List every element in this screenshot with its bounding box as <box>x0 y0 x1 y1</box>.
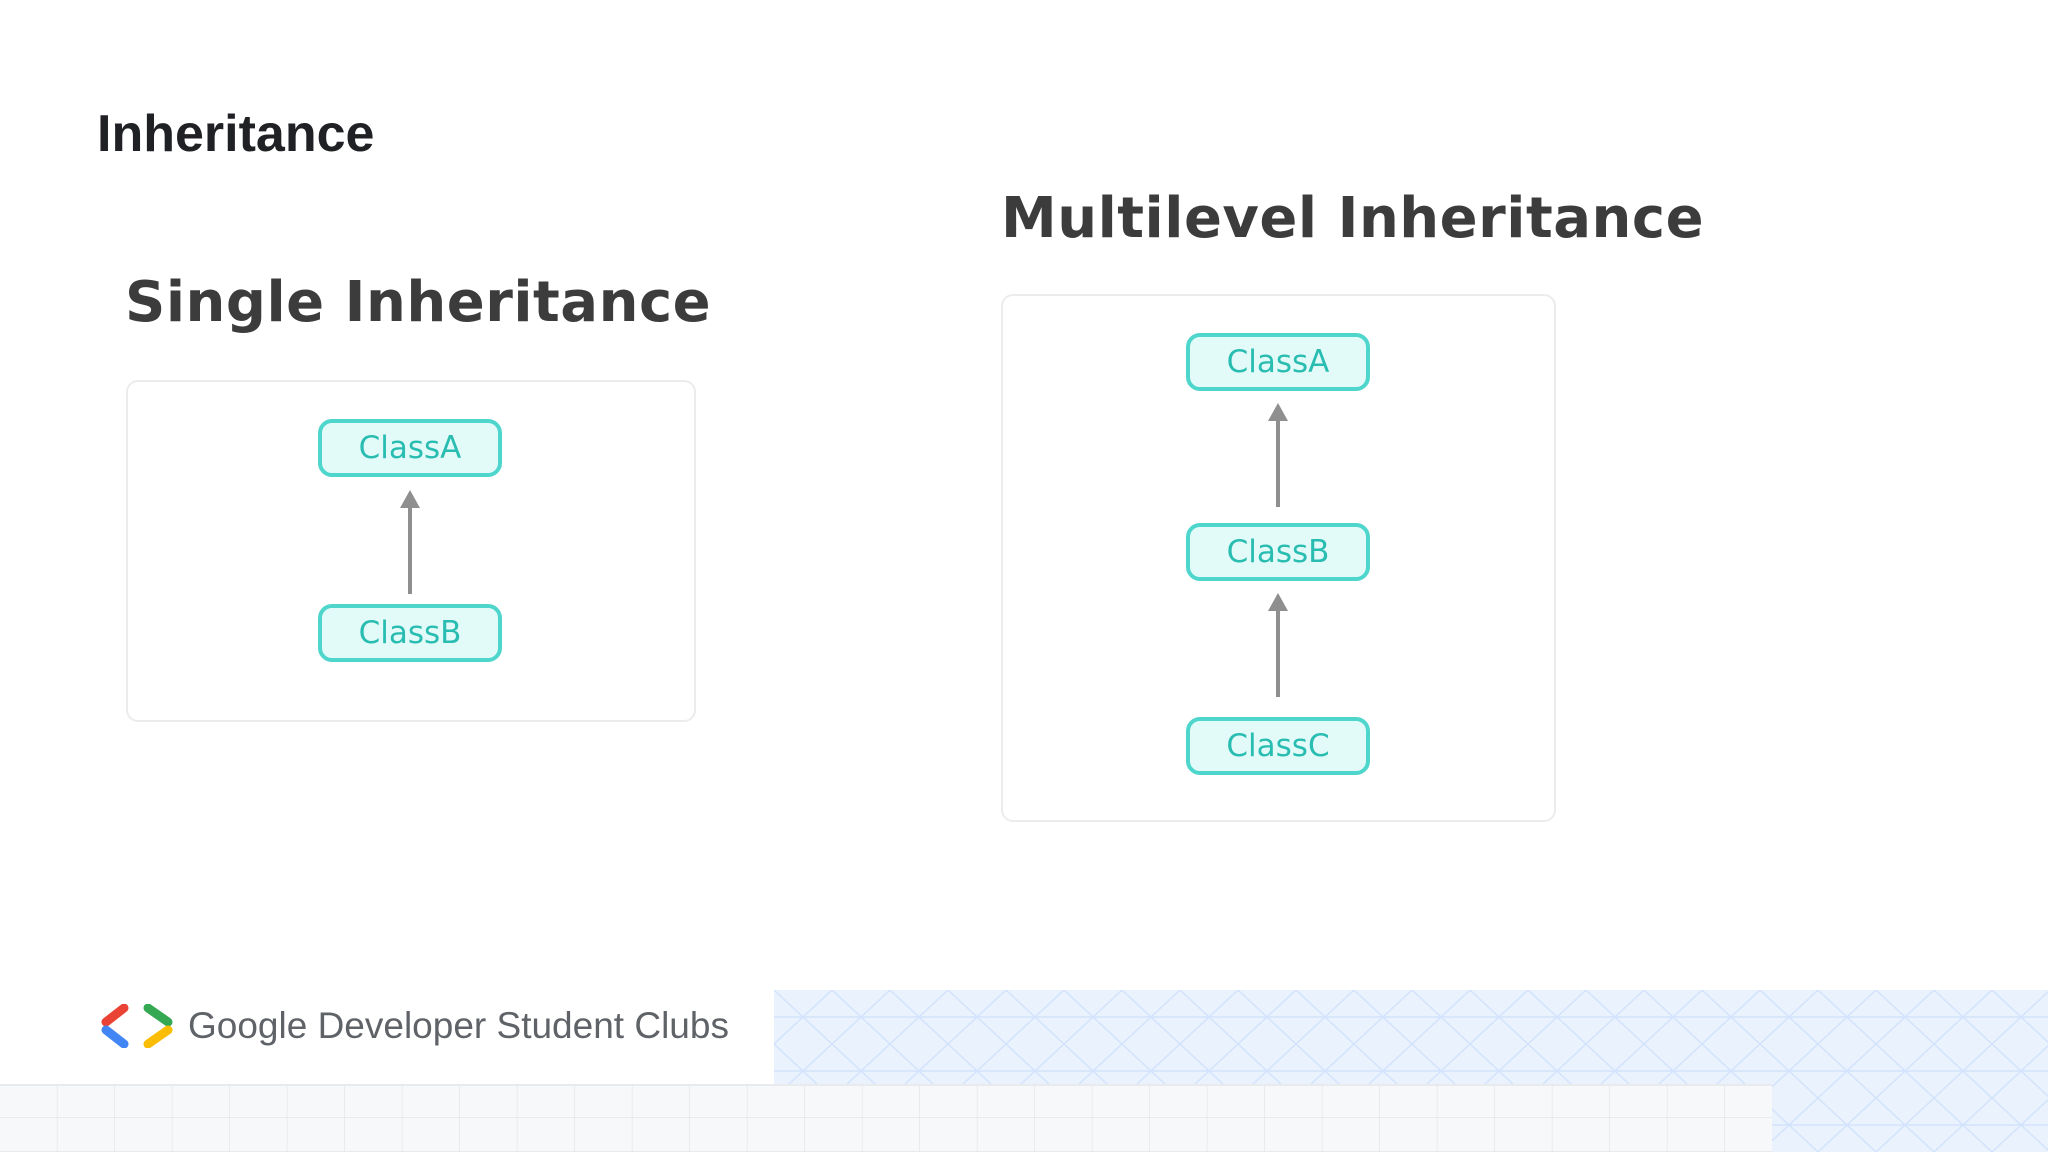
multilevel-inheritance-title: Multilevel Inheritance <box>1001 186 1705 251</box>
single-class-a-node: ClassA <box>318 419 502 477</box>
multi-class-b-node: ClassB <box>1186 523 1370 581</box>
decorative-grid-pattern <box>0 1084 1772 1152</box>
single-inheritance-title: Single Inheritance <box>125 270 712 335</box>
single-inheritance-diagram: ClassA ClassB <box>126 380 696 722</box>
brand-name: Google Developer Student Clubs <box>188 1005 729 1046</box>
multi-arrow-b-to-a <box>1268 403 1288 507</box>
single-inheritance-arrow <box>400 490 420 594</box>
gdsc-logo-icon <box>101 1004 173 1048</box>
multi-class-c-node: ClassC <box>1186 717 1370 775</box>
slide-title: Inheritance <box>97 105 375 163</box>
multilevel-inheritance-diagram: ClassA ClassB ClassC <box>1001 294 1556 822</box>
single-class-b-node: ClassB <box>318 604 502 662</box>
multi-arrow-c-to-b <box>1268 593 1288 697</box>
multi-class-a-node: ClassA <box>1186 333 1370 391</box>
